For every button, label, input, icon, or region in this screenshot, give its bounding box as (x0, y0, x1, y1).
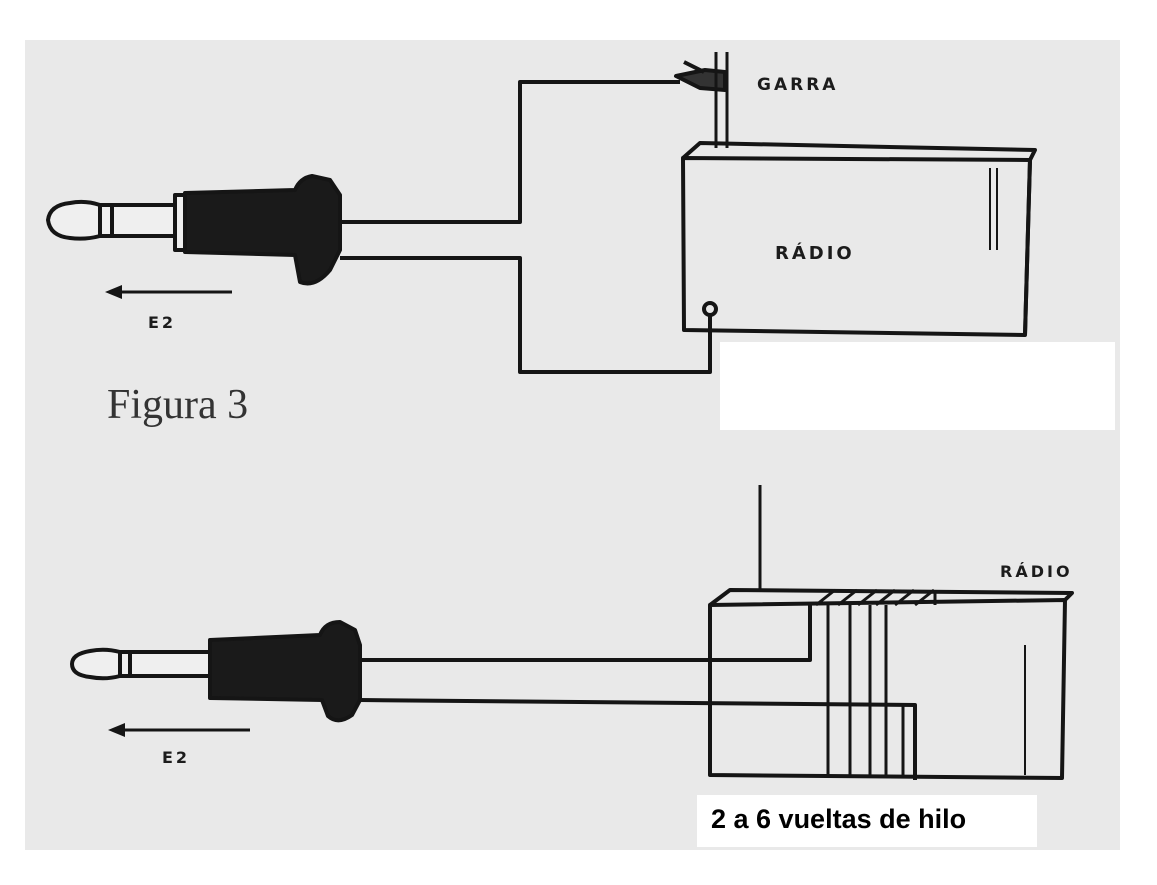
top-wire-lower (340, 256, 712, 374)
figure-label: Figura 3 (107, 382, 248, 428)
bottom-radio-label: RÁDIO (1000, 562, 1073, 581)
top-plug (46, 174, 342, 286)
top-radio-box (681, 141, 1037, 337)
paper-background (25, 40, 1120, 850)
coil-caption: 2 a 6 vueltas de hilo (711, 804, 966, 834)
white-patch (720, 342, 1115, 430)
wire-coil (815, 588, 937, 777)
clip-label: GARRA (757, 75, 838, 95)
top-radio-label: RÁDIO (775, 242, 855, 264)
caption-box (697, 795, 1037, 847)
ground-terminal (702, 301, 718, 317)
top-antenna (714, 52, 729, 148)
top-arrow-label: E2 (148, 313, 176, 332)
bottom-wire-lower (359, 698, 917, 780)
bottom-arrow-label: E2 (162, 748, 190, 767)
top-wire-upper (340, 80, 680, 224)
bottom-radio-box (708, 588, 1074, 780)
bottom-plug (70, 620, 362, 723)
bottom-wire-upper (360, 605, 812, 662)
